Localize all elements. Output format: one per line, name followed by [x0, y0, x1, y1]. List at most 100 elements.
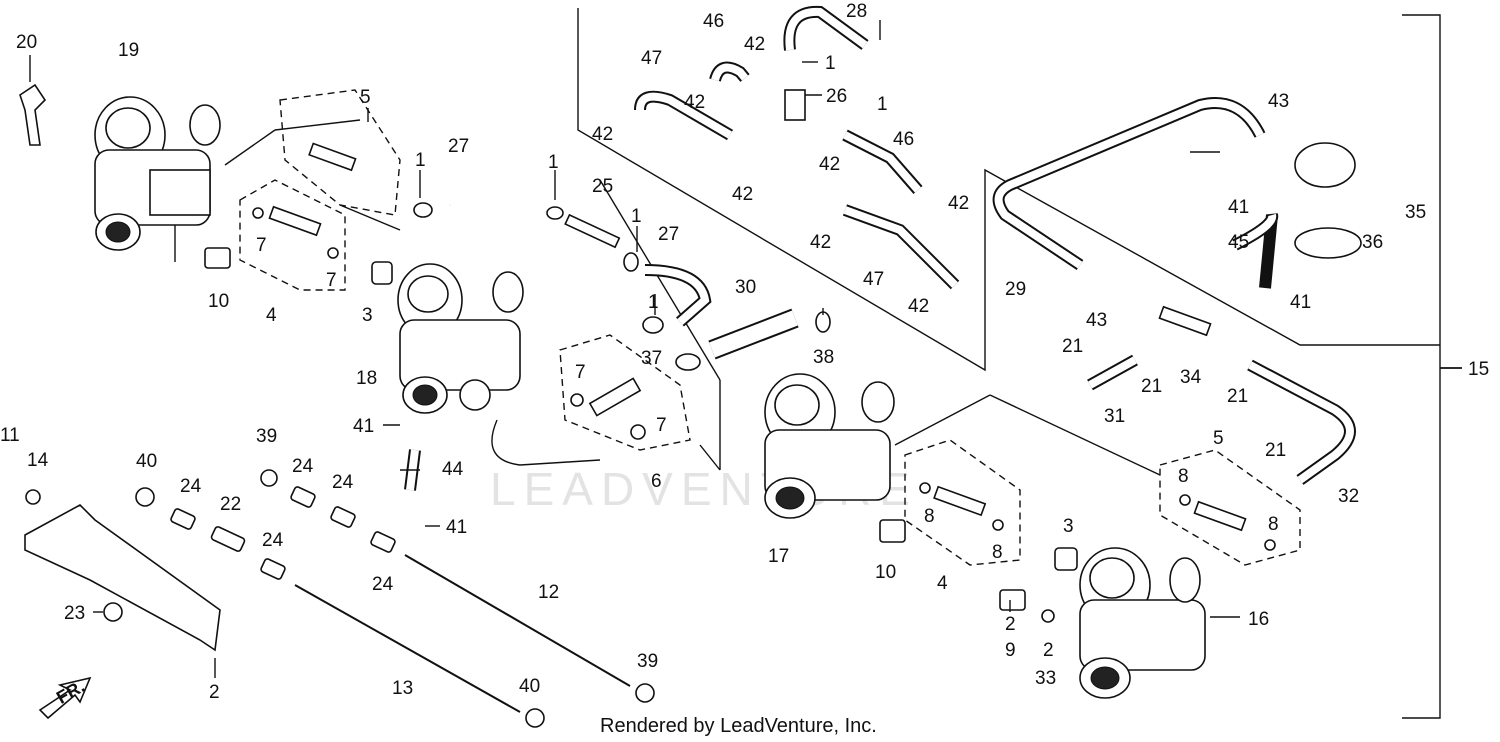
- callout-2: 2: [209, 682, 220, 703]
- callout-1: 1: [548, 152, 559, 173]
- callout-6: 6: [651, 471, 662, 492]
- callout-5: 5: [1213, 428, 1224, 449]
- callout-45: 45: [1228, 232, 1249, 253]
- callout-39: 39: [637, 651, 658, 672]
- callout-8: 8: [1178, 466, 1189, 487]
- small-parts: [19, 83, 1362, 728]
- callout-43: 43: [1086, 310, 1107, 331]
- carburetor-18[interactable]: [397, 263, 524, 414]
- callout-24: 24: [292, 456, 314, 477]
- callout-9: 9: [1005, 640, 1016, 661]
- callout-1: 1: [825, 53, 836, 74]
- callout-17: 17: [768, 546, 789, 567]
- hoses: [404, 5, 1356, 491]
- callout-27: 27: [658, 224, 679, 245]
- callout-13: 13: [392, 678, 413, 699]
- callout-8: 8: [992, 542, 1003, 563]
- callout-35: 35: [1405, 202, 1426, 223]
- callout-7: 7: [656, 415, 667, 436]
- callout-43: 43: [1268, 91, 1289, 112]
- callout-37: 37: [641, 348, 662, 369]
- leader-lines: [29, 20, 1462, 678]
- callout-7: 7: [326, 270, 337, 291]
- callout-20: 20: [16, 32, 37, 53]
- callout-18: 18: [356, 368, 377, 389]
- callout-labels: 20 19 5 1 27 1 25 1 27 47 46 42 42 42 42…: [0, 1, 1489, 703]
- callout-1: 1: [631, 206, 642, 227]
- callout-41: 41: [353, 416, 374, 437]
- callout-8: 8: [1268, 514, 1279, 535]
- callout-25: 25: [592, 176, 613, 197]
- callout-46: 46: [703, 11, 724, 32]
- carburetor-19[interactable]: [94, 96, 221, 262]
- callout-42: 42: [744, 34, 765, 55]
- callout-33: 33: [1035, 668, 1056, 689]
- callout-5: 5: [360, 87, 371, 108]
- callout-15: 15: [1468, 359, 1489, 380]
- callout-42: 42: [592, 124, 613, 145]
- divider-lines: [224, 119, 1161, 476]
- callout-42: 42: [908, 296, 929, 317]
- callout-24: 24: [262, 530, 284, 551]
- callout-7: 7: [256, 235, 267, 256]
- callout-24: 24: [332, 472, 354, 493]
- callout-21: 21: [1227, 386, 1248, 407]
- callout-21: 21: [1265, 440, 1286, 461]
- callout-40: 40: [136, 451, 157, 472]
- callout-32: 32: [1338, 486, 1359, 507]
- callout-40: 40: [519, 676, 540, 697]
- callout-36: 36: [1362, 232, 1383, 253]
- carburetor-16[interactable]: [1079, 547, 1206, 699]
- callout-29: 29: [1005, 279, 1026, 300]
- callout-21: 21: [1141, 376, 1162, 397]
- callout-23: 23: [64, 603, 85, 624]
- callout-24: 24: [180, 476, 202, 497]
- callout-19: 19: [118, 40, 139, 61]
- callout-1: 1: [648, 292, 659, 313]
- dashed-boxes: [239, 89, 1301, 566]
- callout-3: 3: [1063, 516, 1074, 537]
- callout-38: 38: [813, 347, 834, 368]
- callout-41: 41: [446, 517, 467, 538]
- callout-27: 27: [448, 136, 469, 157]
- callout-34: 34: [1180, 367, 1202, 388]
- callout-22: 22: [220, 494, 241, 515]
- callout-42: 42: [810, 232, 831, 253]
- callout-31: 31: [1104, 406, 1125, 427]
- callout-42: 42: [819, 154, 840, 175]
- callout-21: 21: [1062, 336, 1083, 357]
- callout-42: 42: [684, 92, 705, 113]
- callout-44: 44: [442, 459, 464, 480]
- callout-7: 7: [575, 362, 586, 383]
- callout-11: 11: [0, 425, 20, 446]
- callout-3: 3: [362, 305, 373, 326]
- rods: [294, 554, 631, 713]
- callout-12: 12: [538, 582, 559, 603]
- callout-42: 42: [732, 184, 753, 205]
- callout-4: 4: [937, 573, 948, 594]
- callout-42: 42: [948, 193, 969, 214]
- callout-24: 24: [372, 574, 394, 595]
- callout-30: 30: [735, 277, 756, 298]
- callout-1: 1: [877, 94, 888, 115]
- carburetor-17[interactable]: [764, 373, 895, 519]
- callout-14: 14: [27, 450, 49, 471]
- credit-text: Rendered by LeadVenture, Inc.: [600, 715, 877, 737]
- callout-10: 10: [208, 291, 229, 312]
- callout-46: 46: [893, 129, 914, 150]
- callout-16: 16: [1248, 609, 1269, 630]
- callout-39: 39: [256, 426, 277, 447]
- callout-1: 1: [415, 150, 426, 171]
- callout-47: 47: [863, 269, 884, 290]
- callout-26: 26: [826, 86, 847, 107]
- callout-41: 41: [1228, 197, 1249, 218]
- callout-8: 8: [924, 506, 935, 527]
- callout-2: 2: [1043, 640, 1054, 661]
- callout-47: 47: [641, 48, 662, 69]
- callout-4: 4: [266, 305, 277, 326]
- callout-28: 28: [846, 1, 867, 22]
- callout-10: 10: [875, 562, 896, 583]
- callout-2: 2: [1005, 614, 1016, 635]
- callout-41: 41: [1290, 292, 1311, 313]
